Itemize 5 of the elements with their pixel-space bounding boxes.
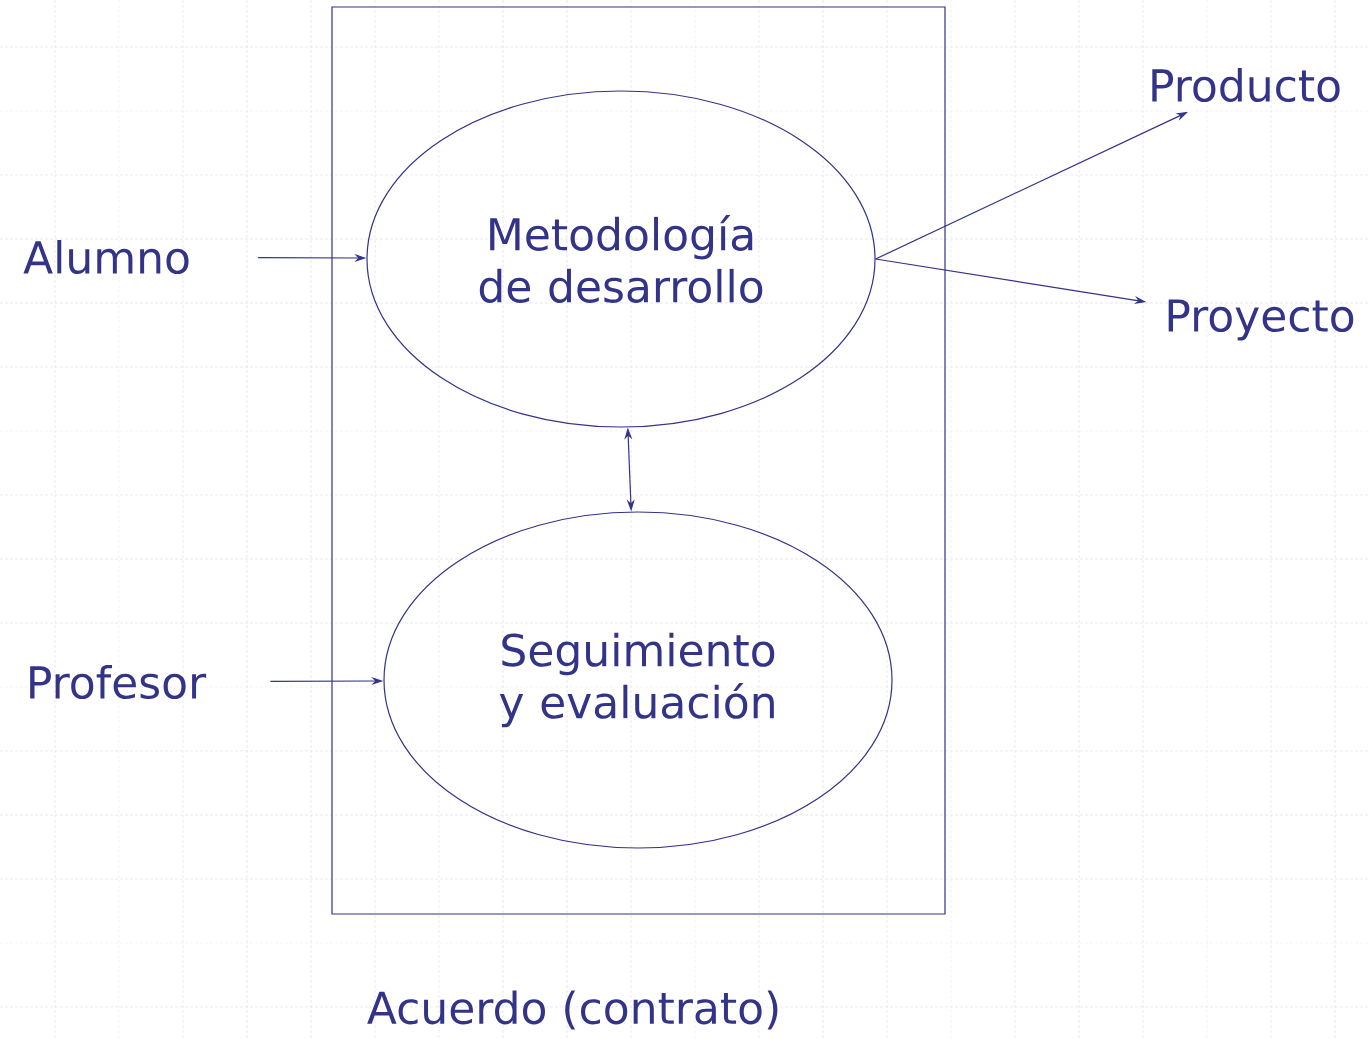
actor-label: Producto — [1152, 68, 1340, 103]
actor-label: Proyecto — [1168, 299, 1354, 341]
actor-label: Alumno — [23, 240, 189, 275]
node-label: Acuerdo (contrato) — [367, 990, 778, 1030]
actor-label: Profesor — [30, 665, 207, 700]
